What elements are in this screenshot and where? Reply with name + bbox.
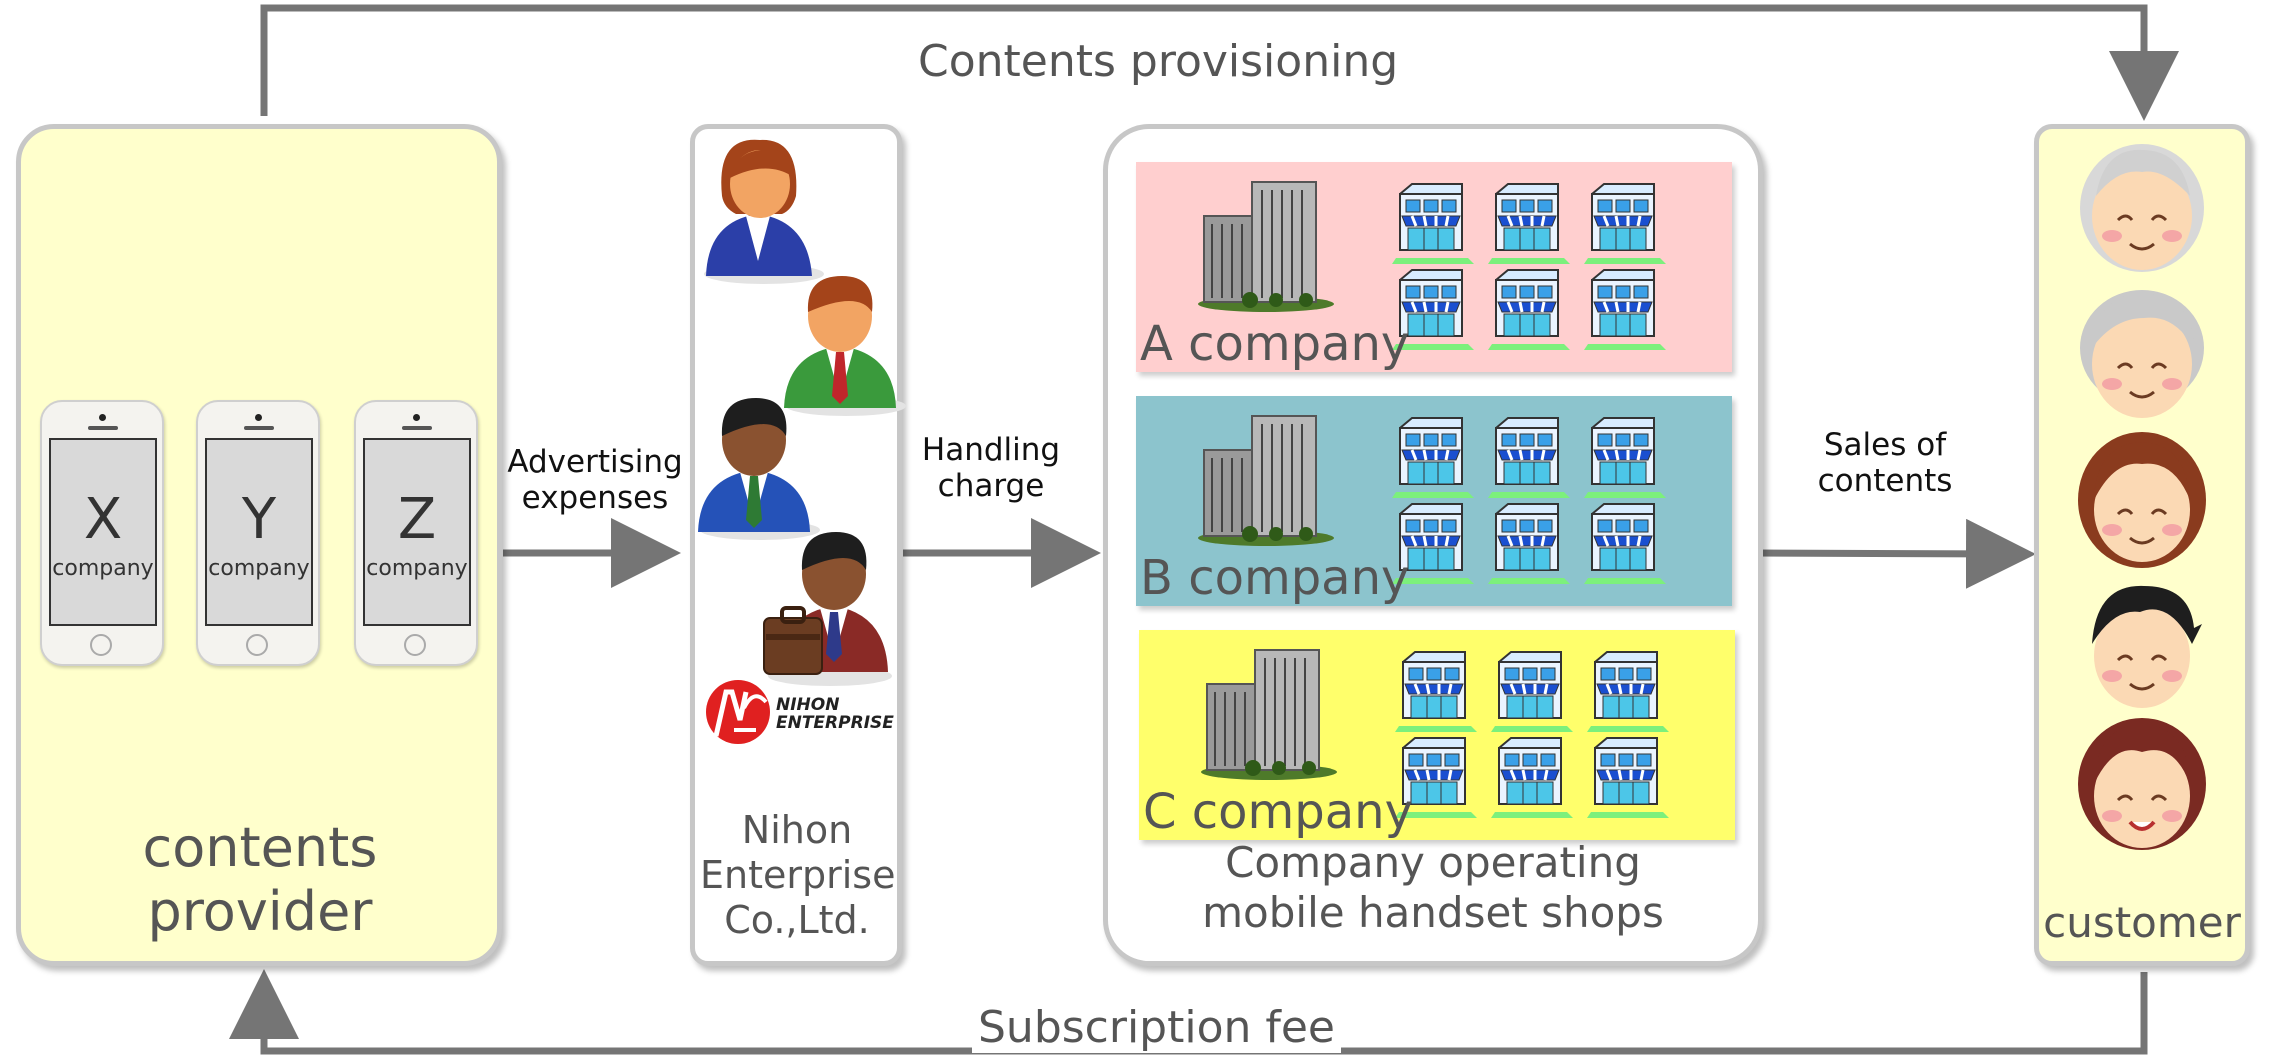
nihon-enterprise-title: Nihon Enterprise Co.,Ltd. xyxy=(700,808,896,942)
shop-icon xyxy=(1488,500,1570,584)
camera-icon xyxy=(255,414,262,421)
speaker-icon xyxy=(402,426,432,430)
handling-charge-label: Handling charge xyxy=(921,432,1061,504)
phone-x: X company xyxy=(40,400,164,666)
customer-face-icon xyxy=(2078,718,2206,850)
shop-icon xyxy=(1488,414,1570,498)
advertising-expenses-label: Advertising expenses xyxy=(507,444,683,516)
businessman-green-icon xyxy=(784,276,906,416)
speaker-icon xyxy=(244,426,274,430)
shops-operator-title: Company operating mobile handset shops xyxy=(1202,838,1664,937)
shop-icon xyxy=(1488,266,1570,350)
speaker-icon xyxy=(88,426,118,430)
contents-provisioning-label: Contents provisioning xyxy=(918,36,1399,87)
shop-icon xyxy=(1488,180,1570,264)
company-a-name: A company xyxy=(1140,316,1410,372)
shop-icon xyxy=(1392,414,1474,498)
subscription-fee-label: Subscription fee xyxy=(972,1002,1342,1053)
businessman-briefcase-icon xyxy=(763,532,892,686)
shop-icon xyxy=(1395,734,1477,818)
camera-icon xyxy=(413,414,420,421)
shop-icon xyxy=(1584,180,1666,264)
phone-z: Z company xyxy=(354,400,478,666)
logo-text: NIHON ENTERPRISE xyxy=(776,695,894,733)
office-building-icon xyxy=(1196,176,1336,320)
nihon-enterprise-panel xyxy=(690,124,902,966)
shop-icon xyxy=(1584,266,1666,350)
phone-word: company xyxy=(52,556,154,581)
company-a-band: A company xyxy=(1136,162,1732,372)
customer-face-icon xyxy=(2092,585,2202,708)
customer-title: customer xyxy=(2043,898,2241,947)
shop-icon xyxy=(1392,266,1474,350)
businessman-blue-icon xyxy=(698,398,820,540)
shop-icon xyxy=(1584,500,1666,584)
phone-screen: Z company xyxy=(363,438,471,626)
sales-of-contents-label: Sales of contents xyxy=(1817,427,1953,499)
shop-icon xyxy=(1392,500,1474,584)
phone-word: company xyxy=(208,556,310,581)
phone-letter: X xyxy=(83,487,123,552)
home-button-icon xyxy=(90,634,112,656)
sales-arrow xyxy=(1756,518,2036,589)
ne-logo-mark xyxy=(706,680,770,744)
shop-icon xyxy=(1395,648,1477,732)
phone-screen: Y company xyxy=(205,438,313,626)
customer-face-icon xyxy=(2080,144,2204,272)
nihon-enterprise-logo: NIHON ENTERPRISE xyxy=(704,678,894,748)
shop-icon xyxy=(1587,734,1669,818)
contents-provider-title: contents provider xyxy=(142,816,378,943)
phone-word: company xyxy=(366,556,468,581)
shop-icon xyxy=(1392,180,1474,264)
shop-icon xyxy=(1491,648,1573,732)
phone-y: Y company xyxy=(196,400,320,666)
home-button-icon xyxy=(246,634,268,656)
phone-screen: X company xyxy=(49,438,157,626)
customer-face-icon xyxy=(2078,432,2206,568)
office-building-icon xyxy=(1199,644,1339,788)
shop-icon xyxy=(1587,648,1669,732)
camera-icon xyxy=(99,414,106,421)
company-b-band: B company xyxy=(1136,396,1732,606)
contents-provisioning-arrow xyxy=(260,4,2179,121)
phone-letter: Y xyxy=(241,487,277,552)
customer-face-icon xyxy=(2080,290,2204,418)
home-button-icon xyxy=(404,634,426,656)
phone-letter: Z xyxy=(397,487,437,552)
company-b-name: B company xyxy=(1140,550,1410,606)
businesswoman-icon xyxy=(704,139,824,284)
shop-icon xyxy=(1491,734,1573,818)
office-building-icon xyxy=(1196,410,1336,554)
company-c-name: C company xyxy=(1143,784,1413,840)
company-c-band: C company xyxy=(1139,630,1735,840)
shop-icon xyxy=(1584,414,1666,498)
